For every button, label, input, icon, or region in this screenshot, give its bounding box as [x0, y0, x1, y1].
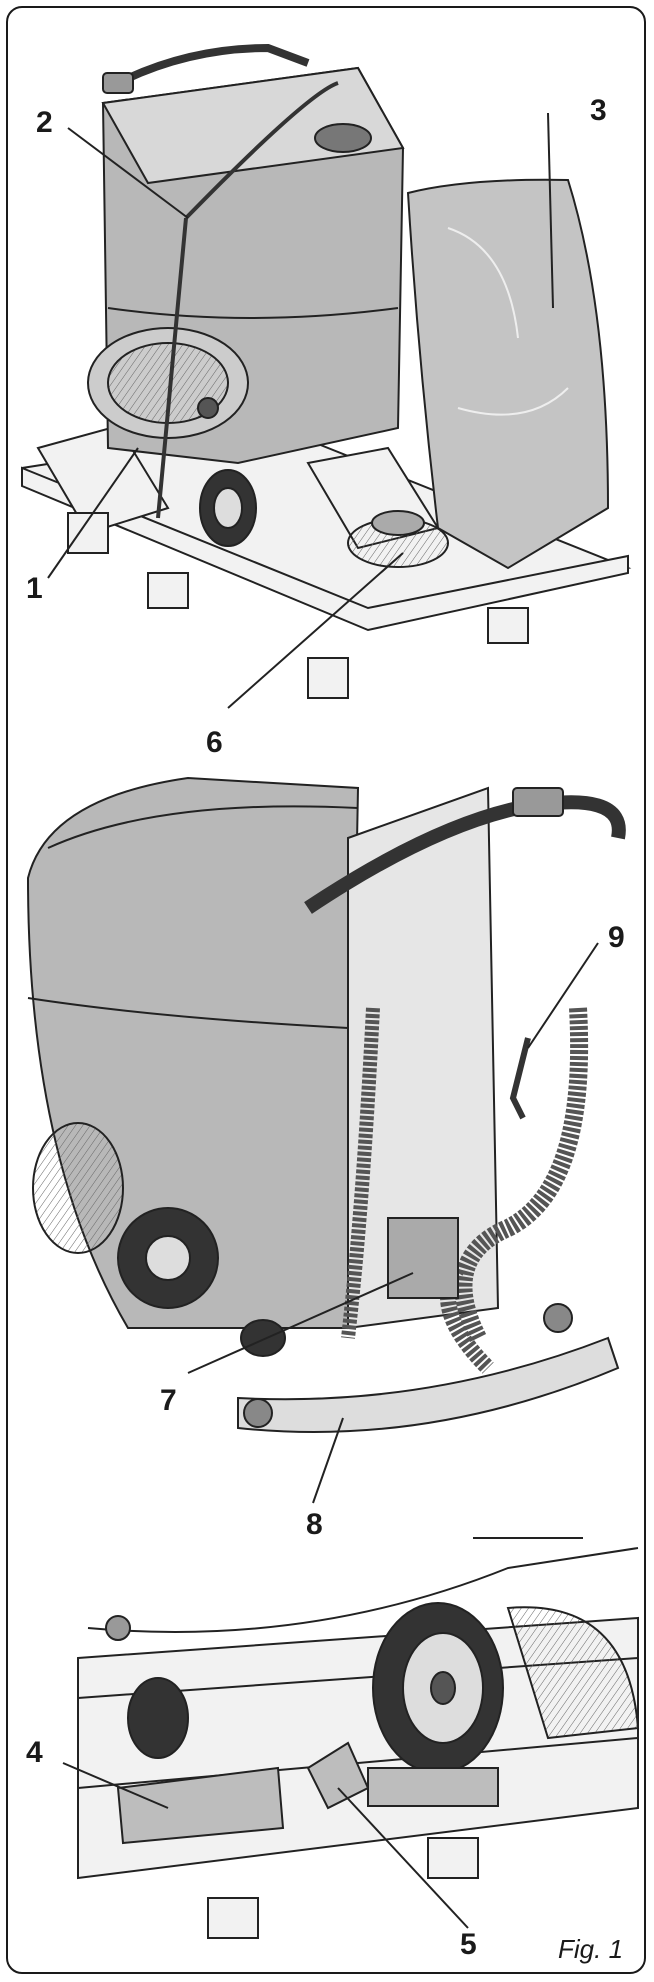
wheel-block-left: [116, 1766, 285, 1845]
callout-7: 7: [160, 1384, 177, 1417]
hose-hook: [509, 1037, 531, 1120]
large-wheel: [372, 1602, 504, 1774]
figure-label: Fig. 1: [558, 1934, 624, 1964]
callout-5: 5: [460, 1928, 477, 1961]
brush-drum-detail: [506, 1606, 640, 1740]
callout-2: 2: [36, 106, 53, 139]
plastic-bag: [406, 178, 610, 570]
callout-6: 6: [206, 726, 223, 759]
steering-handle: [304, 795, 626, 914]
rear-wheel: [199, 469, 257, 547]
side-brush-drum: [32, 1122, 124, 1254]
callout-3: 3: [590, 94, 607, 127]
rear-machine-view: [26, 776, 626, 1539]
caster-wheel: [240, 1319, 286, 1357]
leader-lines-middle: [187, 942, 599, 1504]
illustration: [21, 43, 640, 1939]
leader-lines-top: [47, 112, 554, 709]
brush-disc: [87, 327, 249, 439]
detail-wheel-blocks: [62, 1547, 640, 1939]
leader-lines-bottom: [62, 1762, 469, 1929]
callout-9: 9: [608, 921, 625, 954]
battery-connector: [387, 1217, 459, 1299]
callout-8: 8: [306, 1508, 323, 1541]
squeegee: [237, 1336, 620, 1433]
pallet: [21, 424, 632, 699]
callout-4: 4: [26, 1736, 43, 1769]
retaining-bar: [156, 81, 339, 519]
machine-underside: [87, 1547, 639, 1633]
wheel-block-right: [367, 1767, 499, 1807]
squeegee-hose: [440, 1263, 494, 1374]
figure-frame: 1 2 3 6 9 7 8 4 5 Fig. 1: [6, 6, 646, 1974]
callout-1: 1: [26, 572, 43, 605]
drain-hose: [341, 1007, 380, 1339]
brush-under: [347, 510, 449, 568]
main-wheel: [117, 1207, 219, 1309]
small-wheel: [127, 1677, 189, 1759]
handle-grip: [512, 787, 564, 817]
packed-machine-view: [21, 43, 632, 709]
